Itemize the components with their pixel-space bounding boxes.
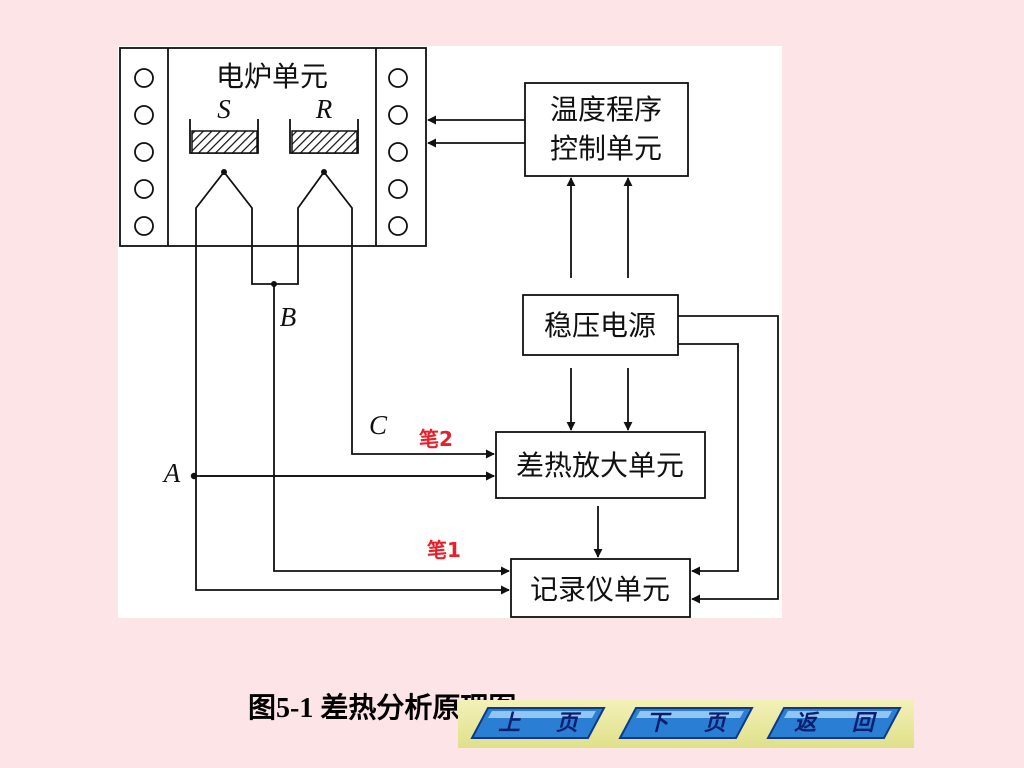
next-page-label: 下 页	[646, 710, 740, 736]
nav-button-shape-icon	[470, 707, 606, 739]
point-c-label: C	[369, 410, 388, 440]
differential-amplifier-unit	[495, 431, 706, 499]
heating-coil-left	[134, 68, 154, 236]
recorder-label: 记录仪单元	[530, 573, 670, 606]
point-b-label: B	[280, 302, 297, 332]
point-a-label: A	[162, 458, 181, 488]
power-supply-label: 稳压电源	[544, 309, 656, 342]
prev-page-label: 上 页	[498, 710, 592, 736]
back-label: 返 回	[794, 710, 888, 736]
nav-button-shape-icon	[618, 707, 754, 739]
furnace-unit-label: 电炉单元	[216, 60, 328, 93]
pen-2-label: 笔2	[419, 427, 453, 451]
prev-page-button[interactable]: 上 页	[470, 706, 606, 740]
furnace-unit	[119, 47, 427, 247]
navigation-bar: 上 页 下 页 返 回	[458, 700, 914, 748]
temp-control-label-line2: 控制单元	[550, 132, 662, 165]
nav-button-shape-icon	[766, 707, 902, 739]
temp-control-label-line1: 温度程序	[550, 93, 662, 126]
recorder-unit	[510, 558, 691, 618]
pen-1-label: 笔1	[427, 538, 461, 562]
reference-label: R	[315, 94, 333, 124]
reference-crucible	[291, 130, 358, 154]
amplifier-label: 差热放大单元	[516, 449, 684, 482]
back-button[interactable]: 返 回	[766, 706, 902, 740]
regulated-power-supply	[522, 294, 679, 356]
temperature-program-control-unit	[524, 82, 689, 177]
heating-coil-right	[388, 68, 408, 236]
signal-flow-arrows	[427, 115, 779, 604]
next-page-button[interactable]: 下 页	[618, 706, 754, 740]
dta-principle-diagram: 电炉单元 S R 温度程序 控制单元 稳压电源 差热放大单元 记录仪单元 A B…	[118, 46, 782, 618]
sample-label: S	[217, 94, 231, 124]
sample-crucible	[191, 130, 258, 154]
